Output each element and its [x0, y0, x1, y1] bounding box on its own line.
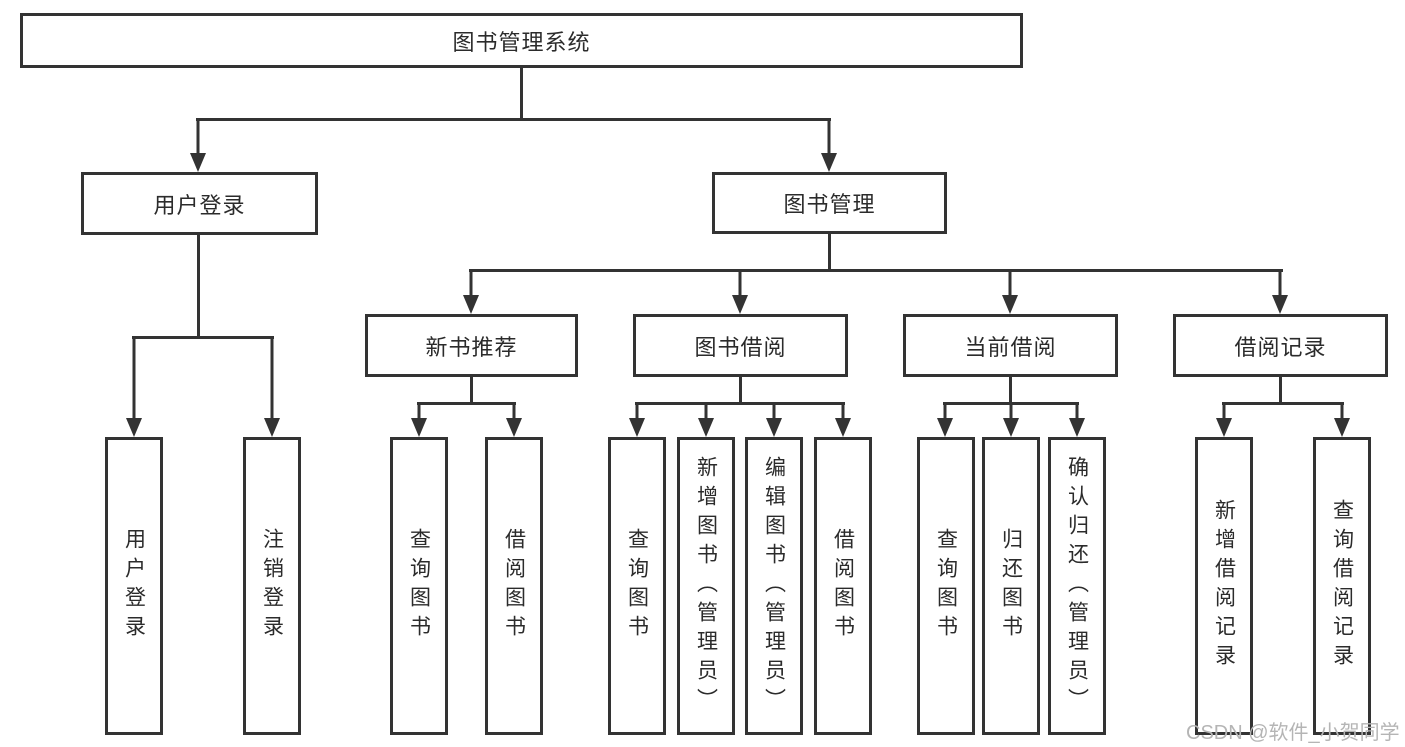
- node-book-borrowing: 图书借阅: [633, 314, 848, 377]
- leaf-add-borrow-record: 新增借阅记录: [1195, 437, 1253, 735]
- node-label: 用户登录: [122, 528, 146, 644]
- node-label: 图书借阅: [694, 334, 787, 360]
- node-label: 借阅记录: [1234, 334, 1327, 360]
- leaf-logout: 注销登录: [243, 437, 301, 735]
- node-new-book-recommendation: 新书推荐: [365, 314, 578, 377]
- connector-line: [417, 402, 516, 405]
- connector-arrow-down-icon: [506, 402, 522, 437]
- node-label: 确认归还（管理员）: [1065, 455, 1089, 717]
- node-label: 借阅图书: [831, 528, 855, 644]
- connector-arrow-down-icon: [766, 402, 782, 437]
- node-label: 归还图书: [999, 528, 1023, 644]
- connector-arrow-down-icon: [698, 402, 714, 437]
- leaf-confirm-return-admin: 确认归还（管理员）: [1048, 437, 1106, 735]
- connector-arrow-down-icon: [1216, 402, 1232, 437]
- connector-arrow-down-icon: [629, 402, 645, 437]
- connector-line: [1279, 377, 1282, 402]
- connector-line: [470, 377, 473, 402]
- node-label: 新增借阅记录: [1212, 499, 1236, 673]
- node-user-login: 用户登录: [81, 172, 318, 235]
- connector-line: [635, 402, 845, 405]
- node-label: 图书管理系统: [452, 29, 591, 55]
- node-current-borrowing: 当前借阅: [903, 314, 1118, 377]
- watermark: CSDN @软件_小贺同学: [1186, 722, 1400, 744]
- connector-arrow-down-icon: [1002, 269, 1018, 314]
- node-library-management-system: 图书管理系统: [20, 13, 1023, 68]
- leaf-query-borrow-record: 查询借阅记录: [1313, 437, 1371, 735]
- connector-line: [196, 118, 831, 121]
- connector-line: [469, 269, 1283, 272]
- node-borrowing-records: 借阅记录: [1173, 314, 1388, 377]
- leaf-borrow-books-borrowing: 借阅图书: [814, 437, 872, 735]
- node-label: 借阅图书: [502, 528, 526, 644]
- node-label: 新增图书（管理员）: [694, 455, 718, 717]
- connector-line: [828, 234, 831, 269]
- connector-arrow-down-icon: [411, 402, 427, 437]
- node-label: 注销登录: [260, 528, 284, 644]
- connector-arrow-down-icon: [463, 269, 479, 314]
- connector-line: [1009, 377, 1012, 402]
- connector-arrow-down-icon: [937, 402, 953, 437]
- connector-arrow-down-icon: [1334, 402, 1350, 437]
- node-label: 查询图书: [625, 528, 649, 644]
- leaf-add-books-admin: 新增图书（管理员）: [677, 437, 735, 735]
- node-label: 当前借阅: [964, 334, 1057, 360]
- connector-arrow-down-icon: [1003, 402, 1019, 437]
- connector-arrow-down-icon: [835, 402, 851, 437]
- node-label: 图书管理: [783, 192, 876, 217]
- leaf-query-books-current: 查询图书: [917, 437, 975, 735]
- node-label: 用户登录: [153, 192, 246, 218]
- connector-line: [132, 336, 274, 339]
- connector-arrow-down-icon: [264, 336, 280, 437]
- connector-line: [1222, 402, 1344, 405]
- leaf-borrow-books-recommend: 借阅图书: [485, 437, 543, 735]
- leaf-return-books: 归还图书: [982, 437, 1040, 735]
- node-label: 新书推荐: [425, 334, 518, 360]
- connector-arrow-down-icon: [732, 269, 748, 314]
- connector-arrow-down-icon: [1069, 402, 1085, 437]
- connector-arrow-down-icon: [1272, 269, 1288, 314]
- leaf-edit-books-admin: 编辑图书（管理员）: [745, 437, 803, 735]
- leaf-user-login: 用户登录: [105, 437, 163, 735]
- node-label: 查询借阅记录: [1330, 499, 1354, 673]
- connector-arrow-down-icon: [126, 336, 142, 437]
- node-label: 编辑图书（管理员）: [762, 455, 786, 717]
- leaf-query-books-borrowing: 查询图书: [608, 437, 666, 735]
- leaf-query-books-recommend: 查询图书: [390, 437, 448, 735]
- connector-arrow-down-icon: [821, 118, 837, 172]
- node-book-management: 图书管理: [712, 172, 947, 234]
- connector-line: [197, 235, 200, 336]
- connector-arrow-down-icon: [190, 118, 206, 172]
- node-label: 查询图书: [934, 528, 958, 644]
- node-label: 查询图书: [407, 528, 431, 644]
- connector-line: [520, 68, 523, 118]
- connector-line: [739, 377, 742, 402]
